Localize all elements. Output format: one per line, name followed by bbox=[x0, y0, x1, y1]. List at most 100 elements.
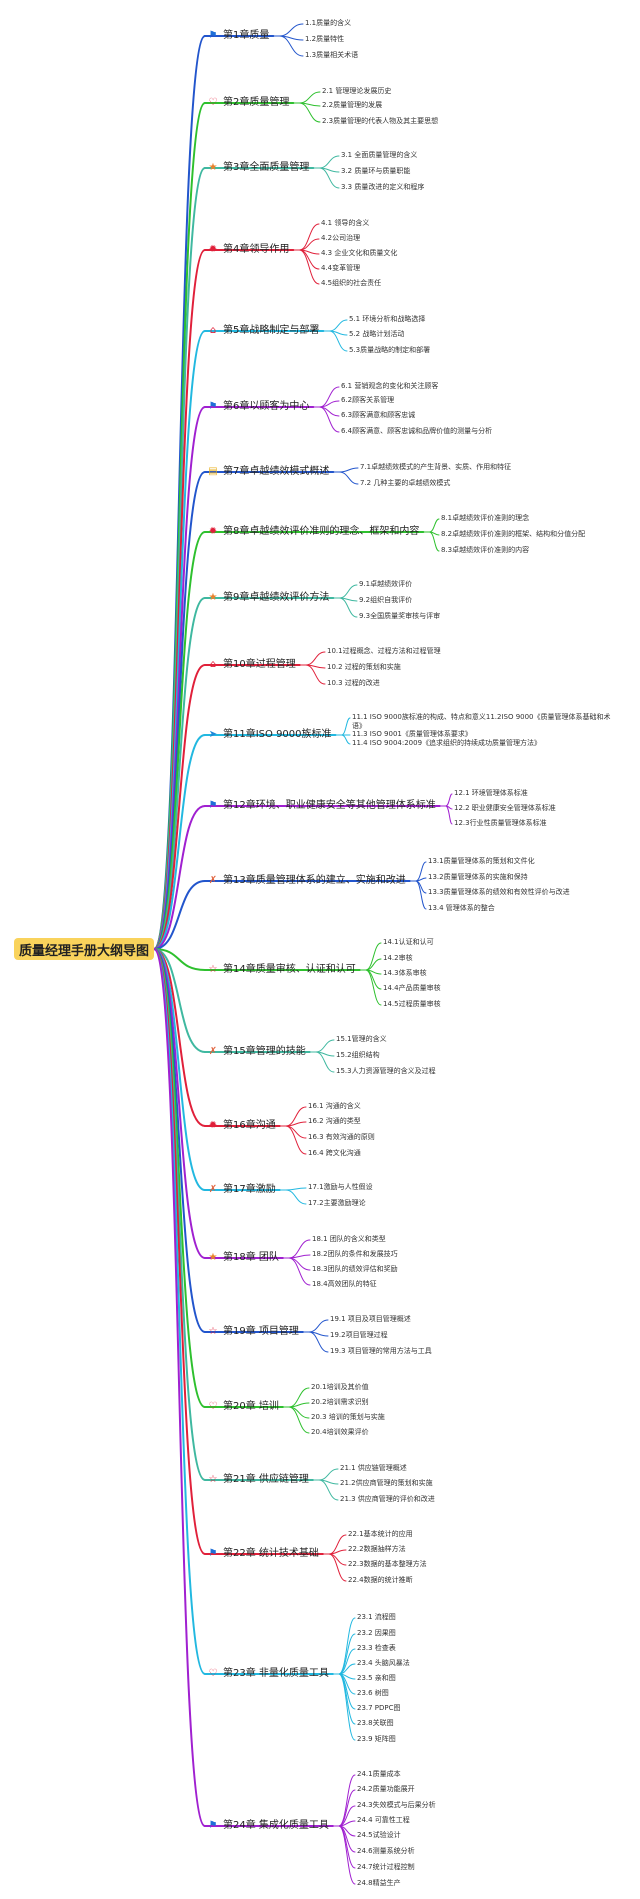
section-item[interactable]: 15.3人力资源管理的含义及过程 bbox=[336, 1067, 436, 1075]
section-item[interactable]: 23.3 检查表 bbox=[357, 1644, 396, 1652]
section-item[interactable]: 17.1激励与人性假设 bbox=[308, 1183, 373, 1191]
section-item[interactable]: 23.1 流程图 bbox=[357, 1613, 396, 1621]
section-item[interactable]: 24.4 可靠性工程 bbox=[357, 1816, 410, 1824]
section-item[interactable]: 16.4 跨文化沟通 bbox=[308, 1149, 361, 1157]
chapter-node-11[interactable]: ➤第11章ISO 9000族标准 bbox=[207, 729, 332, 741]
chapter-node-14[interactable]: ☆第14章质量审核、认证和认可 bbox=[207, 964, 356, 976]
section-item[interactable]: 17.2主要激励理论 bbox=[308, 1199, 366, 1207]
section-item[interactable]: 8.3卓越绩效评价准则的内容 bbox=[441, 546, 530, 554]
section-item[interactable]: 24.8精益生产 bbox=[357, 1879, 401, 1887]
chapter-node-7[interactable]: ▤第7章卓越绩效模式概述 bbox=[207, 466, 329, 478]
section-item[interactable]: 9.2组织自我评价 bbox=[359, 596, 413, 604]
chapter-node-19[interactable]: ☆第19章 项目管理 bbox=[207, 1326, 299, 1338]
section-item[interactable]: 20.1培训及其价值 bbox=[311, 1383, 369, 1391]
section-item[interactable]: 6.3顾客满意和顾客忠诚 bbox=[341, 411, 416, 419]
section-item[interactable]: 6.2顾客关系管理 bbox=[341, 396, 395, 404]
chapter-node-1[interactable]: ⚑第1章质量 bbox=[207, 30, 270, 42]
chapter-node-15[interactable]: ✗第15章管理的技能 bbox=[207, 1046, 306, 1058]
chapter-node-13[interactable]: ✗第13章质量管理体系的建立、实施和改进 bbox=[207, 875, 406, 887]
section-item[interactable]: 10.2 过程的策划和实施 bbox=[327, 663, 401, 671]
section-item[interactable]: 23.8关联图 bbox=[357, 1719, 394, 1727]
section-item[interactable]: 4.4变革管理 bbox=[321, 264, 361, 272]
section-item[interactable]: 21.3 供应商管理的评价和改进 bbox=[340, 1495, 435, 1503]
section-item[interactable]: 2.2质量管理的发展 bbox=[322, 101, 383, 109]
section-item[interactable]: 20.2培训需求识别 bbox=[311, 1398, 369, 1406]
section-item[interactable]: 10.3 过程的改进 bbox=[327, 679, 380, 687]
chapter-node-9[interactable]: ★第9章卓越绩效评价方法 bbox=[207, 592, 330, 604]
section-item[interactable]: 23.9 矩阵图 bbox=[357, 1735, 396, 1743]
section-item[interactable]: 15.2组织结构 bbox=[336, 1051, 380, 1059]
section-item[interactable]: 7.2 几种主要的卓越绩效模式 bbox=[360, 479, 451, 487]
section-item[interactable]: 14.2审核 bbox=[383, 954, 413, 962]
section-item[interactable]: 12.1 环境管理体系标准 bbox=[454, 789, 528, 797]
section-item[interactable]: 23.5 亲和图 bbox=[357, 1674, 396, 1682]
section-item[interactable]: 16.2 沟通的类型 bbox=[308, 1117, 361, 1125]
section-item[interactable]: 5.2 战略计划活动 bbox=[349, 330, 405, 338]
chapter-node-18[interactable]: ★第18章 团队 bbox=[207, 1252, 279, 1264]
section-item[interactable]: 14.3体系审核 bbox=[383, 969, 427, 977]
section-item[interactable]: 4.3 企业文化和质量文化 bbox=[321, 249, 398, 257]
section-item[interactable]: 18.4高效团队的特征 bbox=[312, 1280, 377, 1288]
section-item[interactable]: 15.1管理的含义 bbox=[336, 1035, 387, 1043]
section-item[interactable]: 1.1质量的含义 bbox=[305, 19, 352, 27]
section-item[interactable]: 3.1 全面质量管理的含义 bbox=[341, 151, 418, 159]
section-item[interactable]: 16.1 沟通的含义 bbox=[308, 1102, 361, 1110]
section-item[interactable]: 12.2 职业健康安全管理体系标准 bbox=[454, 804, 556, 812]
chapter-node-4[interactable]: ✹第4章领导作用 bbox=[207, 244, 290, 256]
section-item[interactable]: 20.4培训效果评价 bbox=[311, 1428, 369, 1436]
section-item[interactable]: 6.4顾客满意、顾客忠诚和品牌价值的测量与分析 bbox=[341, 427, 493, 435]
section-item[interactable]: 9.1卓越绩效评价 bbox=[359, 580, 413, 588]
section-item[interactable]: 20.3 培训的策划与实施 bbox=[311, 1413, 385, 1421]
section-item[interactable]: 13.1质量管理体系的策划和文件化 bbox=[428, 857, 535, 865]
chapter-node-12[interactable]: ⚑第12章环境、职业健康安全等其他管理体系标准 bbox=[207, 800, 436, 812]
section-item[interactable]: 13.3质量管理体系的绩效和有效性评价与改进 bbox=[428, 888, 570, 896]
section-item[interactable]: 23.2 因果图 bbox=[357, 1629, 396, 1637]
section-item[interactable]: 12.3行业性质量管理体系标准 bbox=[454, 819, 547, 827]
section-item[interactable]: 18.1 团队的含义和类型 bbox=[312, 1235, 386, 1243]
chapter-node-8[interactable]: ✹第8章卓越绩效评价准则的理念、框架和内容 bbox=[207, 526, 420, 538]
chapter-node-21[interactable]: ☆第21章 供应链管理 bbox=[207, 1474, 309, 1486]
section-item[interactable]: 19.3 项目管理的常用方法与工具 bbox=[330, 1347, 432, 1355]
section-item[interactable]: 19.2项目管理过程 bbox=[330, 1331, 388, 1339]
section-item[interactable]: 22.3数据的基本整理方法 bbox=[348, 1560, 427, 1568]
section-item[interactable]: 2.3质量管理的代表人物及其主要思想 bbox=[322, 117, 439, 125]
section-item[interactable]: 14.1认证和认可 bbox=[383, 938, 434, 946]
chapter-node-6[interactable]: ⚑第6章以顾客为中心 bbox=[207, 401, 310, 413]
section-item[interactable]: 18.3团队的绩效评估和奖励 bbox=[312, 1265, 398, 1273]
section-item[interactable]: 4.5组织的社会责任 bbox=[321, 279, 382, 287]
section-item[interactable]: 8.1卓越绩效评价准则的理念 bbox=[441, 514, 530, 522]
chapter-node-17[interactable]: ✗第17章激励 bbox=[207, 1184, 276, 1196]
section-item[interactable]: 19.1 项目及项目管理概述 bbox=[330, 1315, 411, 1323]
section-item[interactable]: 13.4 管理体系的整合 bbox=[428, 904, 495, 912]
section-item[interactable]: 2.1 管理理论发展历史 bbox=[322, 87, 392, 95]
section-item[interactable]: 7.1卓越绩效模式的产生背景、实质、作用和特征 bbox=[360, 463, 512, 471]
section-item[interactable]: 8.2卓越绩效评价准则的框架、结构和分值分配 bbox=[441, 530, 586, 538]
section-item[interactable]: 11.4 ISO 9004:2009《追求组织的持续成功质量管理方法》 bbox=[352, 739, 542, 747]
section-item[interactable]: 11.1 ISO 9000族标准的构成、特点和意义11.2ISO 9000《质量… bbox=[352, 713, 611, 730]
section-item[interactable]: 4.1 领导的含义 bbox=[321, 219, 370, 227]
chapter-node-5[interactable]: ⌂第5章战略制定与部署 bbox=[207, 325, 320, 337]
chapter-node-2[interactable]: ♡第2章质量管理 bbox=[207, 97, 290, 109]
section-item[interactable]: 11.3 ISO 9001《质量管理体系要求》 bbox=[352, 730, 472, 738]
chapter-node-20[interactable]: ♡第20章 培训 bbox=[207, 1401, 279, 1413]
section-item[interactable]: 14.4产品质量审核 bbox=[383, 984, 441, 992]
section-item[interactable]: 23.4 头脑风暴法 bbox=[357, 1659, 410, 1667]
section-item[interactable]: 13.2质量管理体系的实施和保持 bbox=[428, 873, 528, 881]
chapter-node-16[interactable]: ✹第16章沟通 bbox=[207, 1120, 276, 1132]
section-item[interactable]: 4.2公司治理 bbox=[321, 234, 361, 242]
section-item[interactable]: 21.2供应商管理的策划和实施 bbox=[340, 1479, 433, 1487]
section-item[interactable]: 5.3质量战略的制定和部署 bbox=[349, 346, 431, 354]
section-item[interactable]: 16.3 有效沟通的原则 bbox=[308, 1133, 375, 1141]
section-item[interactable]: 24.3失效模式与后果分析 bbox=[357, 1801, 436, 1809]
section-item[interactable]: 21.1 供应链管理概述 bbox=[340, 1464, 407, 1472]
section-item[interactable]: 22.2数据抽样方法 bbox=[348, 1545, 406, 1553]
section-item[interactable]: 22.1基本统计的应用 bbox=[348, 1530, 413, 1538]
section-item[interactable]: 23.6 树图 bbox=[357, 1689, 389, 1697]
chapter-node-23[interactable]: ♡第23章 非量化质量工具 bbox=[207, 1668, 329, 1680]
chapter-node-10[interactable]: ⌂第10章过程管理 bbox=[207, 659, 296, 671]
section-item[interactable]: 22.4数据的统计推断 bbox=[348, 1576, 413, 1584]
section-item[interactable]: 14.5过程质量审核 bbox=[383, 1000, 441, 1008]
section-item[interactable]: 3.2 质量环与质量职能 bbox=[341, 167, 411, 175]
chapter-node-3[interactable]: ★第3章全面质量管理 bbox=[207, 162, 310, 174]
chapter-node-22[interactable]: ⚑第22章 统计技术基础 bbox=[207, 1548, 319, 1560]
